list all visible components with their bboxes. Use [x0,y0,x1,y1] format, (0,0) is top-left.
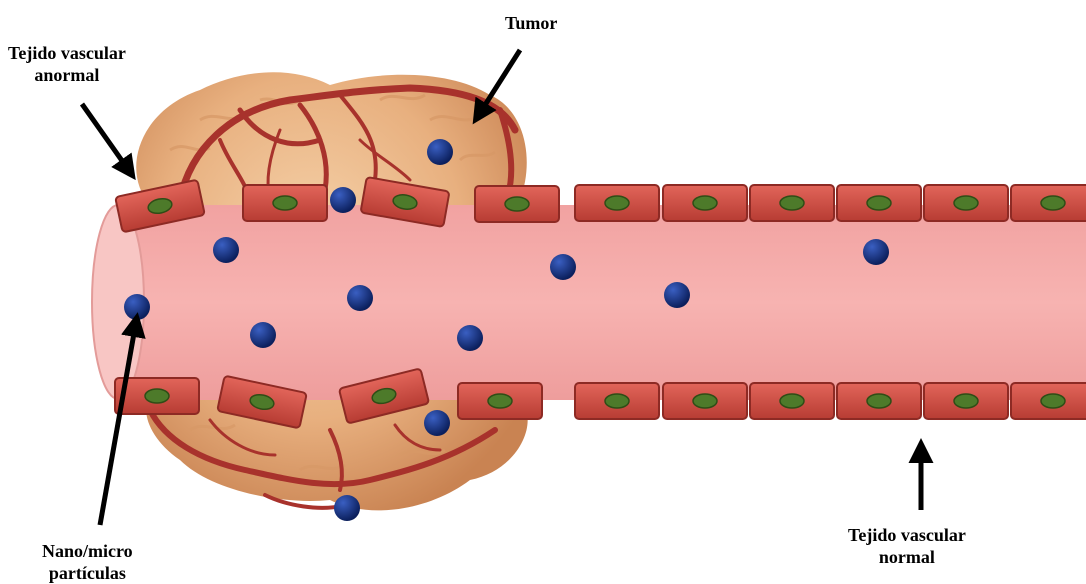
vessel-lumen [115,205,1086,400]
cell-nucleus [505,197,529,211]
cell-nucleus [954,196,978,210]
cell-nucleus [273,196,297,210]
nanoparticle [550,254,576,280]
endothelial-cell [924,383,1008,419]
cell-nucleus [605,196,629,210]
nanoparticle [250,322,276,348]
blood-vessel [92,205,1086,400]
cell-nucleus [1041,196,1065,210]
endothelial-cell [750,185,834,221]
endothelial-cell [575,185,659,221]
endothelial-cell [663,383,747,419]
endothelial-cell [243,185,327,221]
cell-nucleus [693,196,717,210]
endothelial-cell [575,383,659,419]
label-particles: Nano/micro partículas [42,540,133,584]
nanoparticle [213,237,239,263]
cell-nucleus [605,394,629,408]
nanoparticle [347,285,373,311]
endothelial-cell [1011,383,1086,419]
cell-nucleus [954,394,978,408]
label-abnormal-tissue: Tejido vascular anormal [8,42,126,86]
endothelial-cell [663,185,747,221]
endothelial-cell [837,185,921,221]
nanoparticle [124,294,150,320]
cell-nucleus [693,394,717,408]
label-normal-line2: normal [848,546,966,568]
endothelial-cell [750,383,834,419]
label-tumor: Tumor [505,12,557,34]
nanoparticle [424,410,450,436]
endothelial-cell [475,186,559,222]
nanoparticle [863,239,889,265]
label-tumor-line1: Tumor [505,12,557,34]
cell-nucleus [488,394,512,408]
cell-nucleus [867,394,891,408]
endothelial-cell [1011,185,1086,221]
label-abnormal-line1: Tejido vascular [8,42,126,64]
nanoparticle [664,282,690,308]
label-abnormal-line2: anormal [8,64,126,86]
label-normal-line1: Tejido vascular [848,524,966,546]
label-particles-line2: partículas [42,562,133,584]
arrow-abnormal-tissue [82,104,130,172]
endothelial-cell [924,185,1008,221]
endothelial-cell [458,383,542,419]
label-particles-line1: Nano/micro [42,540,133,562]
endothelial-cell [837,383,921,419]
nanoparticle [427,139,453,165]
cell-nucleus [780,196,804,210]
label-normal-tissue: Tejido vascular normal [848,524,966,568]
nanoparticle [334,495,360,521]
cell-nucleus [1041,394,1065,408]
nanoparticle [330,187,356,213]
cell-nucleus [867,196,891,210]
nanoparticle [457,325,483,351]
cell-nucleus [145,389,169,403]
cell-nucleus [780,394,804,408]
